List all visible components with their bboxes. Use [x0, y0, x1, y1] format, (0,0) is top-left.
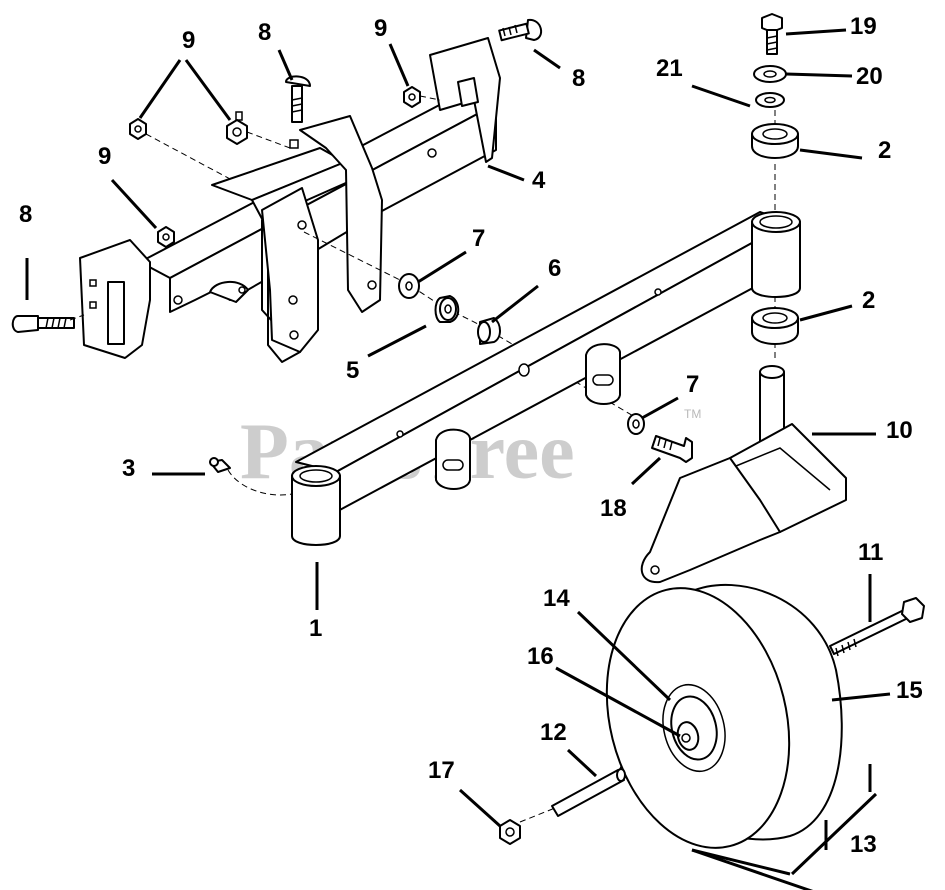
- carriage-bolt-left: [11, 315, 75, 333]
- callout-15-wait-16: 16: [527, 643, 554, 670]
- callout-8-top: 8: [258, 19, 271, 46]
- caster-fork: [640, 365, 847, 584]
- callout-20: 20: [856, 63, 883, 90]
- callout-18: 18: [600, 495, 627, 522]
- callout-8-left: 8: [19, 201, 32, 228]
- callout-2-lower: 2: [862, 287, 875, 314]
- callout-12: 12: [540, 719, 567, 746]
- callout-11: 11: [858, 539, 883, 566]
- callout-9-top-right: 9: [374, 15, 387, 42]
- callout-13: 13: [850, 831, 877, 858]
- leader-lines: [25, 28, 891, 890]
- hex-nuts: [129, 86, 421, 248]
- callout-4: 4: [532, 167, 546, 194]
- callout-3: 3: [122, 455, 135, 482]
- frame-bracket: [79, 37, 501, 363]
- callout-10: 10: [886, 417, 913, 444]
- callout-6: 6: [548, 255, 561, 282]
- axle-beam: [291, 211, 801, 546]
- callout-9-top-left: 9: [182, 27, 195, 54]
- callout-15: 15: [896, 677, 923, 704]
- callout-2-upper: 2: [878, 137, 891, 164]
- caster-wheel: [605, 583, 843, 849]
- callout-21: 21: [656, 55, 683, 82]
- callout-7-lower: 7: [686, 371, 699, 398]
- spacer-tube: [551, 768, 626, 817]
- lock-nut: [499, 819, 521, 845]
- callout-19: 19: [850, 13, 877, 40]
- grease-fitting: [209, 457, 231, 473]
- callout-1: 1: [309, 615, 322, 642]
- wheel-bolt: [829, 597, 925, 657]
- callout-17: 17: [428, 757, 455, 784]
- callout-7-upper: 7: [472, 225, 485, 252]
- carriage-bolt-right: [498, 18, 543, 42]
- spindle-hardware: [751, 13, 799, 345]
- callout-9-left: 9: [98, 143, 111, 170]
- callouts: 1 2 2 3 4 5 6 7 7 8 8 8 9 9 9 10 11 12 1…: [19, 13, 923, 858]
- washer-spacer-upper: [398, 273, 501, 345]
- watermark-trademark: TM: [684, 407, 701, 421]
- axle-bolt: [627, 413, 693, 463]
- callout-14: 14: [543, 585, 570, 612]
- callout-5: 5: [346, 357, 359, 384]
- carriage-bolt-top: [285, 75, 311, 123]
- callout-8-right: 8: [572, 65, 585, 92]
